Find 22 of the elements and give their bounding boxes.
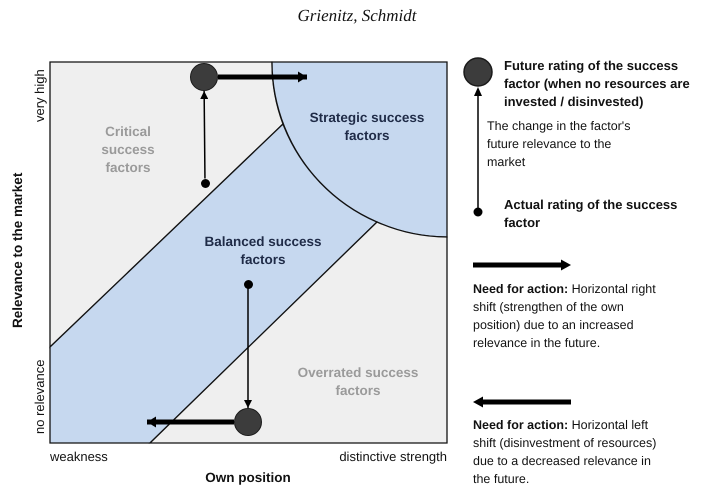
- legend-text: Future rating of the success factor (when no resources are invested / disinvested): [504, 57, 691, 111]
- overrated-region: [150, 222, 447, 443]
- region-label: Critical success factors: [100, 123, 156, 177]
- axis-title: Relevance to the market: [10, 171, 25, 330]
- author-header: Grienitz, Schmidt: [296, 6, 418, 26]
- arrow: [200, 91, 208, 178]
- axis-title: Own position: [205, 470, 291, 485]
- axis-tick-label: no relevance: [32, 358, 47, 436]
- axis-tick-label: weakness: [50, 449, 108, 464]
- legend-text: Need for action: Horizontal right shift (strengthen of the own position) due to an increased relevance in the future.: [473, 281, 657, 352]
- region-label: Overrated success factors: [296, 364, 420, 400]
- axis-tick-label: very high: [32, 68, 47, 124]
- region-label: Balanced success factors: [203, 233, 323, 269]
- region-label: Strategic success factors: [308, 109, 426, 145]
- action-arrow: [218, 72, 307, 82]
- action-arrow: [147, 416, 234, 428]
- legend-text: The change in the factor's future relevance to the market: [487, 118, 632, 171]
- arrow: [244, 288, 252, 408]
- strategic-region: [272, 62, 447, 237]
- legend-text: Actual rating of the success factor: [504, 196, 678, 232]
- axis-tick-label: distinctive strength: [339, 449, 447, 464]
- legend-text: Need for action: Horizontal left shift (disinvestment of resources) due to a decreased relevance in the future.: [473, 417, 658, 488]
